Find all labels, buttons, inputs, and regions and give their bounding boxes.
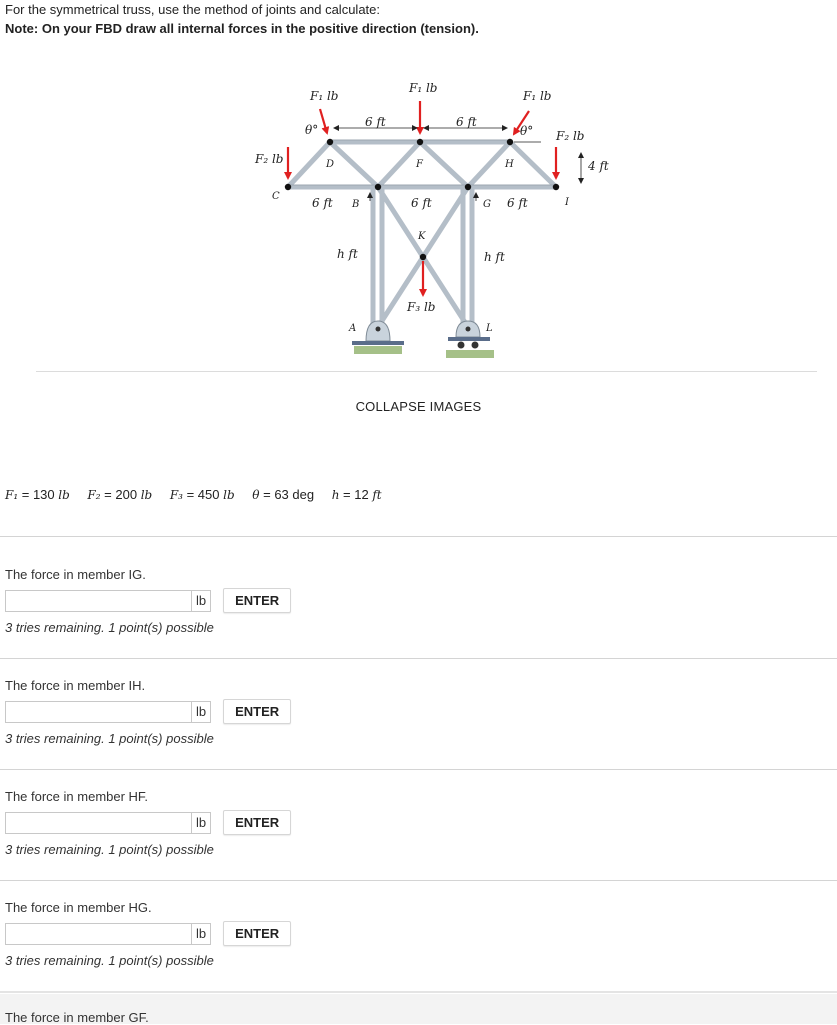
answer-row: lb ENTER [5,699,292,724]
question-IG: The force in member IG. lb ENTER 3 tries… [5,567,837,635]
node-label-L: L [485,323,493,334]
tries-remaining: 3 tries remaining. 1 point(s) possible [5,620,214,635]
answer-row: lb ENTER [5,810,292,835]
node-label-A: A [348,323,356,334]
joint-C [284,183,292,191]
problem-note: Note: On your FBD draw all internal forc… [5,21,479,36]
answer-row: lb ENTER [5,588,292,613]
ground-L [446,350,494,358]
dim-bottom-mid: 6 ft [411,196,432,210]
label-h-left: h ft [337,247,358,261]
label-F1-right: F₁ lb [522,89,551,103]
problem-statement: For the symmetrical truss, use the metho… [5,2,381,17]
question-prompt: The force in member HF. [5,789,149,804]
question-HG: The force in member HG. lb ENTER 3 tries… [5,900,837,968]
joint-I [552,183,560,191]
node-label-H: H [504,159,514,170]
dim-bottom-right: 6 ft [507,196,528,210]
joint-F [416,138,424,146]
question-prompt: The force in member HG. [5,900,152,915]
unit-label: lb [191,922,212,945]
node-label-G: G [483,199,491,210]
node-label-B: B [351,199,359,210]
label-F2-right: F₂ lb [555,129,584,143]
joints [284,138,560,261]
dim-top-left: 6 ft [365,115,386,129]
tries-remaining: 3 tries remaining. 1 point(s) possible [5,953,214,968]
node-label-C: C [272,191,280,202]
unit-label: lb [191,700,212,723]
question-IH: The force in member IH. lb ENTER 3 tries… [5,678,837,746]
tries-remaining: 3 tries remaining. 1 point(s) possible [5,842,214,857]
question-prompt: The force in member IH. [5,678,146,693]
unit-label: lb [191,811,212,834]
divider [0,769,837,770]
label-F1-left: F₁ lb [309,89,338,103]
unit-label: lb [191,589,212,612]
dimension-lines [333,125,584,201]
label-theta-right: θ° [520,124,533,138]
param-f2: F₂ = 200 lb [87,487,153,502]
dim-bottom-left: 6 ft [312,196,333,210]
node-label-F: F [415,159,424,170]
force-F1-right-arrow [512,110,530,136]
param-h: h = 12 ft [331,487,382,502]
force-F1-left-arrow [318,108,330,135]
joint-D [326,138,334,146]
answer-input-HG[interactable] [5,922,191,945]
answer-input-HF[interactable] [5,811,191,834]
label-F2-left: F₂ lb [254,152,283,166]
label-F1-mid: F₁ lb [408,81,437,95]
label-F3: F₃ lb [406,300,435,314]
divider [0,536,837,537]
answer-input-IG[interactable] [5,589,191,612]
joint-K [419,253,427,261]
node-label-K: K [417,231,426,242]
joint-B [374,183,382,191]
node-label-D: D [325,159,334,170]
label-h-right: h ft [484,250,505,264]
question-prompt: The force in member GF. [5,1010,149,1025]
divider [0,658,837,659]
collapse-images-link[interactable]: COLLAPSE IMAGES [355,399,482,414]
truss-figure: F₁ lb F₁ lb F₁ lb F₂ lb F₂ lb F₃ lb θ° θ… [36,71,817,372]
joint-G [464,183,472,191]
label-theta-left: θ° [305,123,318,137]
problem-intro: For the symmetrical truss, use the metho… [5,0,479,38]
enter-button-IH[interactable]: ENTER [223,699,292,724]
ground-A [354,346,402,354]
tries-remaining: 3 tries remaining. 1 point(s) possible [5,731,214,746]
answer-input-IH[interactable] [5,700,191,723]
divider [0,880,837,881]
question-HF: The force in member HF. lb ENTER 3 tries… [5,789,837,857]
question-prompt: The force in member IG. [5,567,146,582]
enter-button-HF[interactable]: ENTER [223,810,292,835]
param-f3: F₃ = 450 lb [169,487,235,502]
param-f1: F₁ = 130 lb [5,487,70,502]
applied-forces [284,101,560,297]
enter-button-IG[interactable]: ENTER [223,588,292,613]
joint-H [506,138,514,146]
supports [352,320,494,358]
dim-top-right: 6 ft [456,115,477,129]
divider [0,991,837,993]
question-GF: The force in member GF. [0,994,837,1025]
enter-button-HG[interactable]: ENTER [223,921,292,946]
truss-diagram: F₁ lb F₁ lb F₁ lb F₂ lb F₂ lb F₃ lb θ° θ… [254,81,609,358]
answer-row: lb ENTER [5,921,292,946]
node-label-I: I [564,197,570,208]
given-parameters: F₁ = 130 lb F₂ = 200 lb F₃ = 450 lb θ = … [5,487,396,502]
param-theta: θ = 63 deg [252,487,315,502]
dim-height: 4 ft [587,159,609,173]
